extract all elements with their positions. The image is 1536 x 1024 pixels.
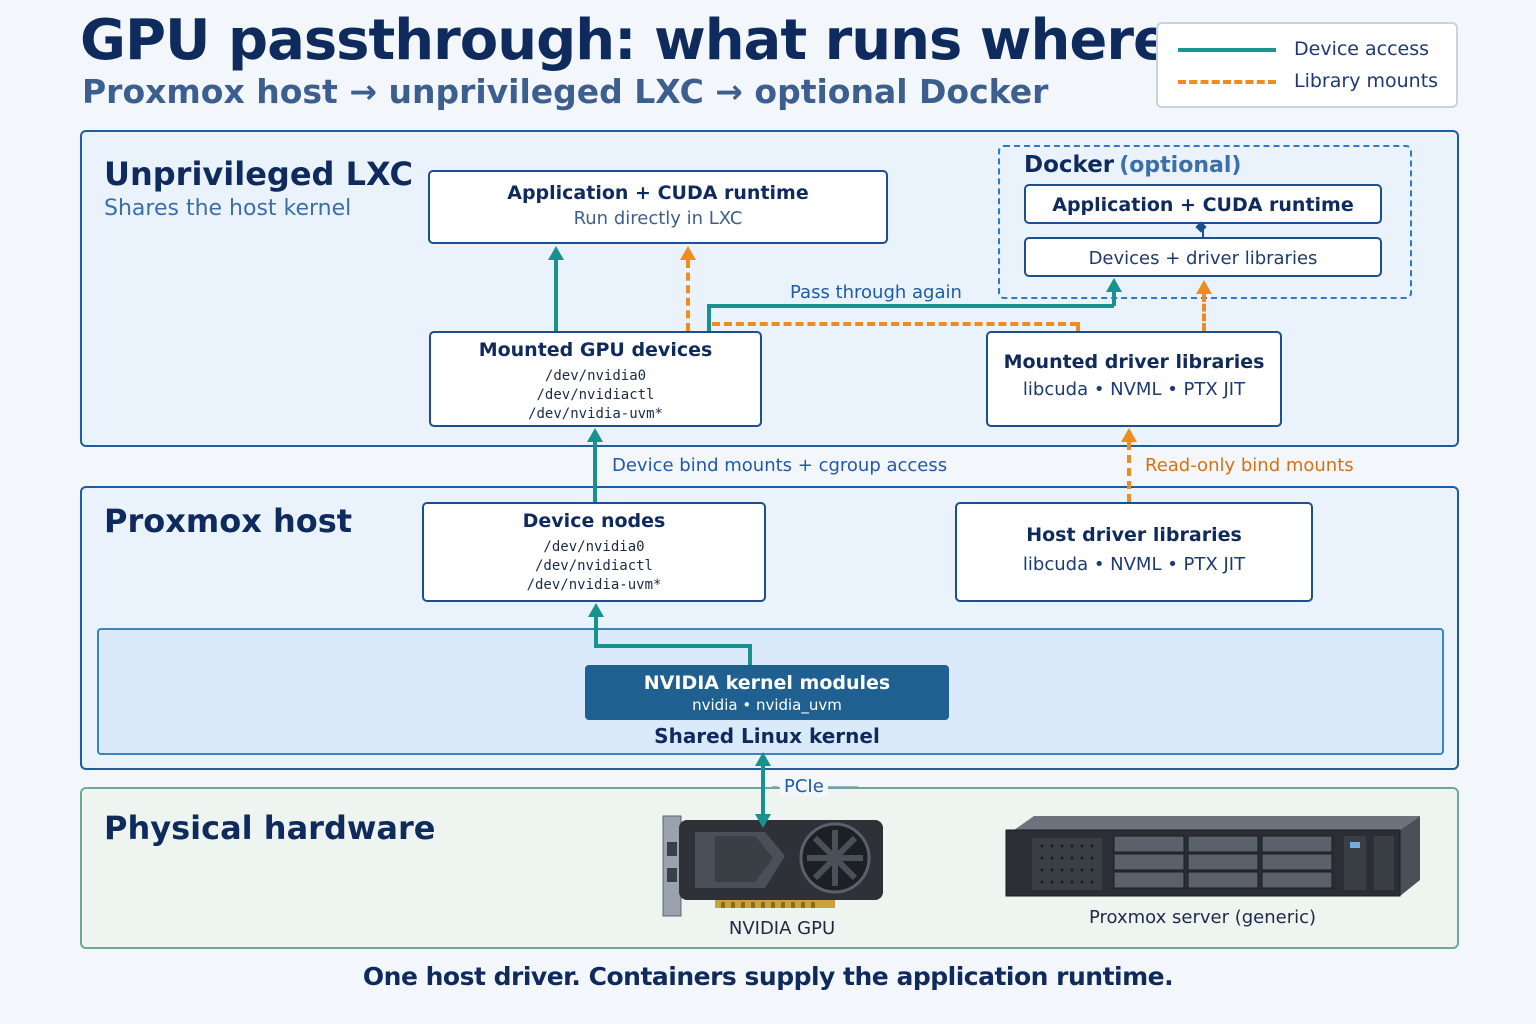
readonly-bind-line — [1127, 442, 1131, 502]
footer-caption: One host driver. Containers supply the a… — [362, 962, 1174, 991]
gpu-path-0: /dev/nvidia0 — [544, 368, 647, 384]
node-path-1: /dev/nvidiactl — [534, 558, 653, 574]
docker-title: Docker (optional) — [1024, 152, 1241, 178]
pcie-arrowhead-down — [755, 814, 771, 828]
legend: Device access Library mounts — [1156, 22, 1458, 108]
lxc-subtitle: Shares the host kernel — [104, 196, 352, 221]
legend-device-access: Device access — [1294, 38, 1430, 60]
legend-library-mounts: Library mounts — [1294, 70, 1439, 92]
device-bind-line — [593, 442, 597, 502]
device-nodes-box: Device nodes /dev/nvidia0 /dev/nvidiactl… — [422, 502, 766, 602]
pass-through-up-2 — [1112, 290, 1116, 306]
kernel-modules-title: NVIDIA kernel modules — [643, 672, 891, 694]
modules-up-line — [748, 646, 752, 665]
page-title: GPU passthrough: what runs where — [80, 8, 1171, 73]
gpu-path-1: /dev/nvidiactl — [536, 387, 655, 403]
legend-dashed-line — [1178, 80, 1276, 84]
docker-title-suffix: (optional) — [1119, 153, 1242, 178]
modules-horizontal-line — [594, 644, 752, 648]
server-caption: Proxmox server (generic) — [1088, 907, 1317, 928]
mounted-gpu-devices-box: Mounted GPU devices /dev/nvidia0 /dev/nv… — [429, 331, 762, 427]
host-driver-libs-title: Host driver libraries — [1026, 524, 1242, 546]
lxc-lib-arrowhead — [680, 246, 696, 260]
host-driver-libs-sub: libcuda • NVML • PTX JIT — [1022, 554, 1246, 575]
node-path-0: /dev/nvidia0 — [543, 539, 645, 555]
lxc-device-line — [554, 260, 558, 331]
pcie-line — [761, 766, 765, 816]
pcie-label: PCIe — [780, 776, 828, 797]
docker-app-box: Application + CUDA runtime — [1024, 184, 1382, 224]
pcie-tick-right — [828, 786, 858, 787]
host-driver-libs-box: Host driver libraries libcuda • NVML • P… — [955, 502, 1313, 602]
pcie-arrowhead-up — [755, 752, 771, 766]
legend-solid-line — [1178, 48, 1276, 52]
modules-to-nodes-line — [594, 616, 598, 646]
readonly-bind-label: Read-only bind mounts — [1145, 455, 1354, 476]
kernel-modules-box: NVIDIA kernel modules nvidia • nvidia_uv… — [585, 665, 949, 720]
pass-through-label: Pass through again — [790, 282, 962, 303]
docker-lib-arrowhead — [1196, 280, 1212, 294]
server-icon — [1005, 816, 1420, 897]
mounted-driver-libs-box: Mounted driver libraries libcuda • NVML … — [986, 331, 1282, 427]
lxc-title: Unprivileged LXC — [104, 155, 413, 193]
lxc-app-sub: Run directly in LXC — [573, 208, 743, 229]
gpu-card-icon — [662, 815, 883, 917]
lxc-app-box: Application + CUDA runtime Run directly … — [428, 170, 888, 244]
device-bind-label: Device bind mounts + cgroup access — [612, 455, 948, 476]
lxc-lib-line — [686, 260, 690, 331]
page-subtitle: Proxmox host → unprivileged LXC → option… — [82, 72, 1049, 111]
lxc-device-arrowhead — [548, 246, 564, 260]
node-path-2: /dev/nvidia-uvm* — [526, 577, 662, 593]
lxc-app-title: Application + CUDA runtime — [507, 182, 809, 204]
pcie-tick-left — [772, 786, 778, 787]
device-bind-arrowhead — [587, 428, 603, 442]
kernel-modules-sub: nvidia • nvidia_uvm — [692, 696, 842, 714]
docker-app-title: Application + CUDA runtime — [1052, 194, 1354, 216]
gpu-caption: NVIDIA GPU — [728, 918, 836, 939]
mounted-driver-libs-title: Mounted driver libraries — [1003, 351, 1265, 373]
readonly-bind-arrowhead — [1121, 428, 1137, 442]
lib-dash-drop — [1076, 322, 1080, 331]
host-title: Proxmox host — [104, 502, 353, 540]
device-nodes-title: Device nodes — [522, 510, 666, 532]
pass-through-up-1 — [707, 306, 711, 331]
lib-horizontal-dash — [712, 322, 1078, 326]
docker-devices-box: Devices + driver libraries — [1024, 237, 1382, 277]
modules-arrowhead — [588, 603, 604, 617]
hardware-title: Physical hardware — [104, 809, 436, 847]
docker-devices-label: Devices + driver libraries — [1088, 248, 1318, 269]
pass-through-horizontal — [707, 304, 1114, 308]
mounted-gpu-devices-title: Mounted GPU devices — [478, 339, 713, 361]
docker-title-main: Docker — [1024, 152, 1115, 178]
docker-lib-line — [1202, 294, 1206, 331]
mounted-driver-libs-sub: libcuda • NVML • PTX JIT — [1022, 379, 1246, 400]
shared-kernel-label: Shared Linux kernel — [654, 724, 880, 748]
pass-through-arrowhead — [1106, 278, 1122, 292]
gpu-path-2: /dev/nvidia-uvm* — [528, 406, 663, 422]
